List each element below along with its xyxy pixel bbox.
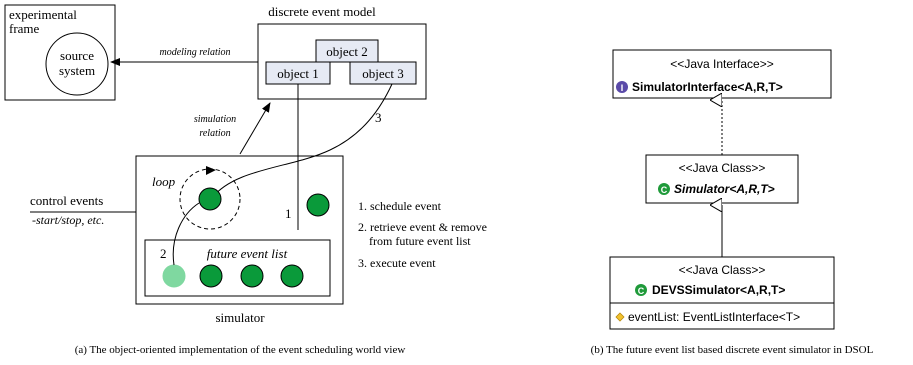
uml-class-devssimulator-name: DEVSSimulator<A,R,T> (652, 283, 785, 297)
uml-class-simulator-name: Simulator<A,R,T> (674, 182, 775, 196)
arrow-3-label: 3 (375, 110, 382, 125)
loop-label: loop (152, 174, 176, 189)
loop-event-circle (198, 187, 222, 211)
discrete-event-model-title: discrete event model (268, 4, 376, 19)
uml-interface-stereotype: <<Java Interface>> (670, 57, 773, 71)
source-system-label-line1: source (60, 48, 94, 63)
panel-b: <<Java Interface>> I SimulatorInterface<… (591, 49, 874, 356)
arrow-2-label: 2 (160, 246, 167, 261)
arrow-3-curve (211, 83, 393, 199)
object-3-label: object 3 (362, 66, 404, 81)
simulation-relation-label-line1: simulation (194, 114, 236, 125)
source-system-label-line2: system (59, 63, 95, 78)
fel-event-2 (199, 264, 223, 288)
fel-event-1 (162, 264, 186, 288)
simulation-relation-label-line2: relation (199, 128, 230, 139)
experimental-frame-label-line1: experimental (9, 7, 77, 22)
uml-class-devssimulator-icon (635, 284, 647, 296)
source-system-circle (45, 32, 109, 96)
uml-interface-icon (616, 81, 628, 93)
uml-class-devssimulator-box (609, 256, 835, 330)
step-2-text-cont: from future event list (369, 234, 471, 248)
arrow-1-label: 1 (285, 206, 292, 221)
uml-interface-box (612, 49, 832, 99)
standalone-event-circle (306, 193, 330, 217)
uml-class-simulator-icon-letter: C (661, 185, 668, 195)
uml-class-simulator-box (645, 154, 799, 204)
object-3-box (349, 61, 417, 85)
uml-class-devssimulator-icon-letter: C (638, 286, 645, 296)
experimental-frame-label-line2: frame (9, 21, 40, 36)
control-events-label-line2: -start/stop, etc. (32, 213, 104, 227)
object-2-label: object 2 (326, 44, 368, 59)
uml-class-simulator-stereotype: <<Java Class>> (679, 161, 766, 175)
panel-a: experimental frame source system discret… (4, 4, 487, 356)
simulator-label: simulator (215, 310, 265, 325)
uml-class-devssimulator-field: eventList: EventListInterface<T> (628, 310, 800, 324)
caption-b: (b) The future event list based discrete… (591, 344, 874, 356)
step-2-text: 2. retrieve event & remove (358, 220, 487, 234)
future-event-list-label: future event list (207, 246, 288, 261)
caption-a: (a) The object-oriented implementation o… (75, 344, 406, 356)
uml-class-devssimulator-stereotype: <<Java Class>> (679, 263, 766, 277)
step-1-text: 1. schedule event (358, 199, 442, 213)
loop-arrowhead (206, 166, 216, 175)
field-protected-icon (615, 312, 625, 322)
uml-interface-icon-letter: I (621, 83, 624, 93)
simulation-relation-arrow (239, 102, 271, 155)
modeling-relation-label: modeling relation (159, 47, 230, 58)
arrow-2-curve (172, 202, 200, 266)
object-2-box (315, 39, 379, 63)
fel-event-4 (280, 264, 304, 288)
uml-class-simulator-icon (658, 183, 670, 195)
step-3-text: 3. execute event (358, 256, 436, 270)
fel-event-3 (240, 264, 264, 288)
object-1-label: object 1 (277, 66, 319, 81)
uml-interface-name: SimulatorInterface<A,R,T> (632, 80, 783, 94)
control-events-label-line1: control events (30, 193, 103, 208)
